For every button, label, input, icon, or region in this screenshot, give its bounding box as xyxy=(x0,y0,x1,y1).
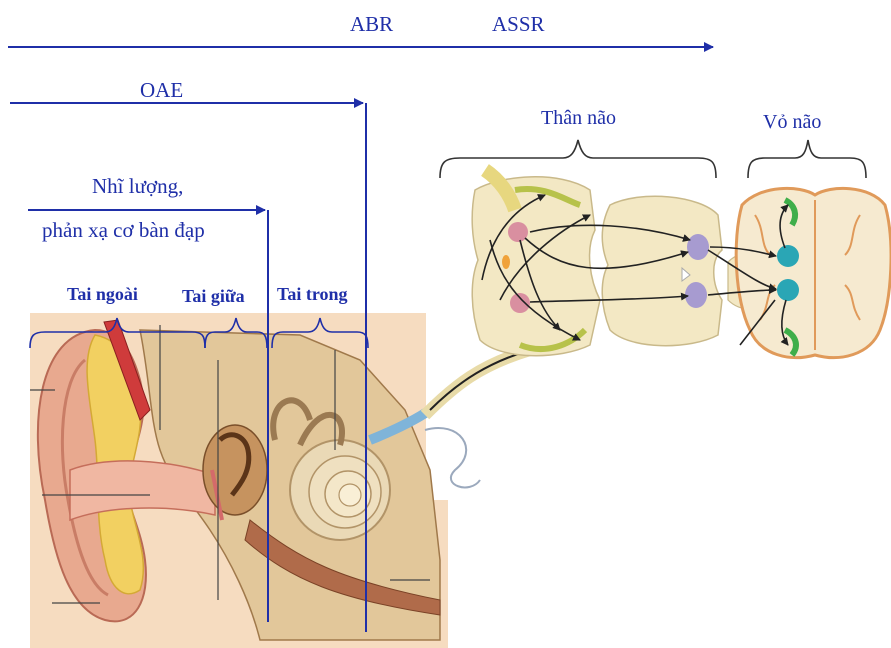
pons-section xyxy=(602,196,722,345)
tympanometry-label-line1: Nhĩ lượng, xyxy=(92,176,183,197)
section-braces xyxy=(440,140,866,178)
outer-ear-label: Tai ngoài xyxy=(67,285,138,303)
tympanometry-label-line2: phản xạ cơ bàn đạp xyxy=(42,220,205,241)
assr-label: ASSR xyxy=(492,14,545,35)
orange-nucleus xyxy=(502,255,510,269)
medial-geniculate-lower xyxy=(777,279,799,301)
oae-label: OAE xyxy=(140,80,183,101)
cochlear-nucleus-lower xyxy=(510,293,530,313)
abr-label: ABR xyxy=(350,14,393,35)
medial-geniculate-upper xyxy=(777,245,799,267)
brace-cortex xyxy=(748,140,866,178)
cortex-label: Vỏ não xyxy=(763,112,821,132)
ear-anatomy-illustration xyxy=(30,313,480,648)
vestibular-nerve-loops xyxy=(425,428,480,487)
middle-ear-label: Tai giữa xyxy=(182,287,245,305)
cochlea xyxy=(290,440,390,540)
inner-ear-label: Tai trong xyxy=(277,285,348,303)
brainstem-label: Thân não xyxy=(541,108,616,128)
superior-olive-lower xyxy=(685,282,707,308)
brain-coronal-section xyxy=(736,188,891,357)
superior-olive-upper xyxy=(687,234,709,260)
nerve-to-brainstem xyxy=(425,350,530,415)
cortex-illustration xyxy=(708,188,891,357)
brace-brainstem xyxy=(440,140,716,178)
brainstem-illustration xyxy=(425,170,722,415)
